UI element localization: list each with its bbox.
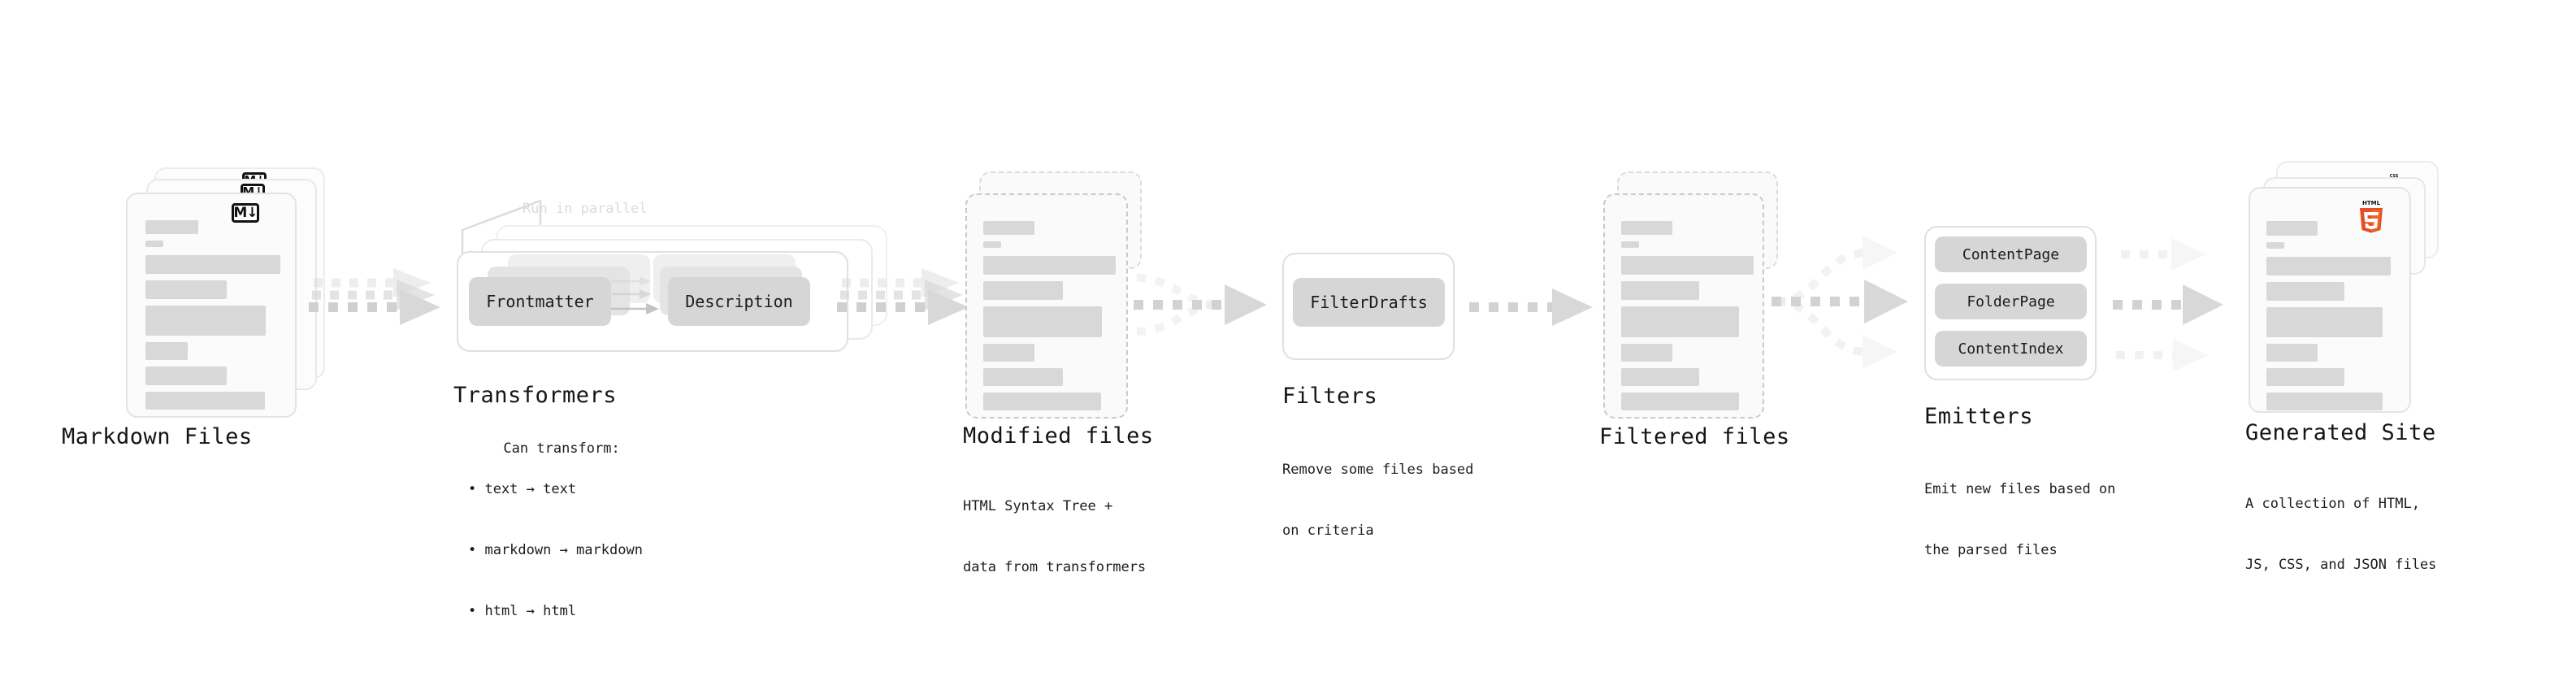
text-bar [983, 344, 1034, 362]
transform-bullet-markdown: • markdown → markdown [468, 542, 643, 558]
emitters-chip-contentpage[interactable]: ContentPage [1935, 236, 2087, 272]
arrow-transformers-to-modified [837, 268, 969, 325]
emitters-chip-folderpage[interactable]: FolderPage [1935, 284, 2087, 319]
filtered-card-front [1603, 193, 1764, 419]
text-bar [983, 393, 1101, 410]
arrow-filters-to-filtered [1469, 288, 1593, 326]
text-bar [1621, 393, 1739, 410]
text-bar [2266, 257, 2391, 275]
stage-title-transformers: Transformers [453, 383, 618, 408]
svg-text:HTML: HTML [2362, 200, 2381, 206]
transform-bullet-text: • text → text [468, 481, 577, 497]
text-bar [2266, 393, 2383, 410]
parallel-note: Run in parallel [523, 201, 648, 217]
text-bar [983, 221, 1034, 235]
text-bar [2266, 221, 2318, 236]
emitters-sub-line-2: the parsed files [1924, 542, 2058, 558]
text-bar [145, 392, 265, 410]
text-bar [983, 281, 1063, 300]
text-bar [983, 256, 1116, 275]
arrow-markdown-to-transformers [309, 268, 440, 325]
filters-sub-line-1: Remove some files based [1282, 462, 1474, 478]
text-bar [2266, 344, 2318, 362]
arrow-modified-to-filters [1134, 274, 1267, 336]
arrow-emitters-to-site [2113, 238, 2223, 371]
emitters-chip-contentindex[interactable]: ContentIndex [1935, 331, 2087, 367]
filters-chip-filterdrafts[interactable]: FilterDrafts [1293, 278, 1445, 327]
transformer-chip-description[interactable]: Description [668, 277, 810, 326]
text-bar [145, 220, 198, 234]
transformer-chip-frontmatter[interactable]: Frontmatter [469, 277, 611, 326]
modified-card-front [965, 193, 1128, 419]
parallel-bracket [461, 199, 542, 256]
html5-icon: HTML [2360, 200, 2383, 233]
stage-title-modified-files: Modified files [963, 423, 1154, 449]
modified-sub-line-1: HTML Syntax Tree + [963, 498, 1113, 514]
stage-title-filtered-files: Filtered files [1599, 424, 1790, 449]
text-bar [983, 241, 1001, 248]
text-bar [1621, 241, 1639, 248]
arrow-filtered-to-emitters [1772, 236, 1908, 369]
text-bar [145, 342, 188, 360]
text-bar [145, 280, 227, 299]
text-bar [983, 306, 1102, 337]
stage-subtitle-emitters: Emit new files based on the parsed files [1924, 439, 2115, 601]
stage-title-filters: Filters [1282, 384, 1378, 409]
stage-title-markdown-files: Markdown Files [62, 424, 253, 449]
transform-bullet-html: • html → html [468, 603, 577, 619]
text-bar [1621, 368, 1699, 386]
modified-sub-line-2: data from transformers [963, 559, 1147, 575]
text-bar [983, 368, 1063, 386]
stage-subtitle-modified-files: HTML Syntax Tree + data from transformer… [963, 456, 1146, 618]
emitters-sub-line-1: Emit new files based on [1924, 481, 2116, 497]
stage-title-generated-site: Generated Site [2245, 420, 2436, 445]
text-bar [1621, 281, 1699, 300]
site-card-front [2249, 187, 2411, 413]
text-bar [2266, 242, 2284, 249]
text-bar [1621, 221, 1672, 235]
text-bar [145, 306, 266, 336]
stage-subtitle-generated-site: A collection of HTML, JS, CSS, and JSON … [2245, 453, 2436, 616]
text-bar [2266, 368, 2344, 386]
text-bar [145, 241, 163, 247]
text-bar [1621, 344, 1672, 362]
site-sub-line-2: JS, CSS, and JSON files [2245, 557, 2437, 573]
text-bar [1621, 256, 1754, 275]
text-bar [2266, 307, 2383, 337]
text-bar [1621, 306, 1739, 337]
stage-title-emitters: Emitters [1924, 404, 2034, 429]
site-sub-line-1: A collection of HTML, [2245, 496, 2420, 512]
filters-sub-line-2: on criteria [1282, 523, 1374, 539]
markdown-card-front [126, 193, 297, 418]
transform-caption: Can transform: [503, 440, 620, 457]
text-bar [145, 255, 280, 274]
text-bar [2266, 282, 2344, 301]
stage-subtitle-filters: Remove some files based on criteria [1282, 419, 1473, 582]
markdown-icon: M↓ [232, 203, 259, 223]
text-bar [145, 367, 227, 385]
stage-subtitle-transformers: Can transform: • text → text • markdown … [453, 419, 643, 662]
